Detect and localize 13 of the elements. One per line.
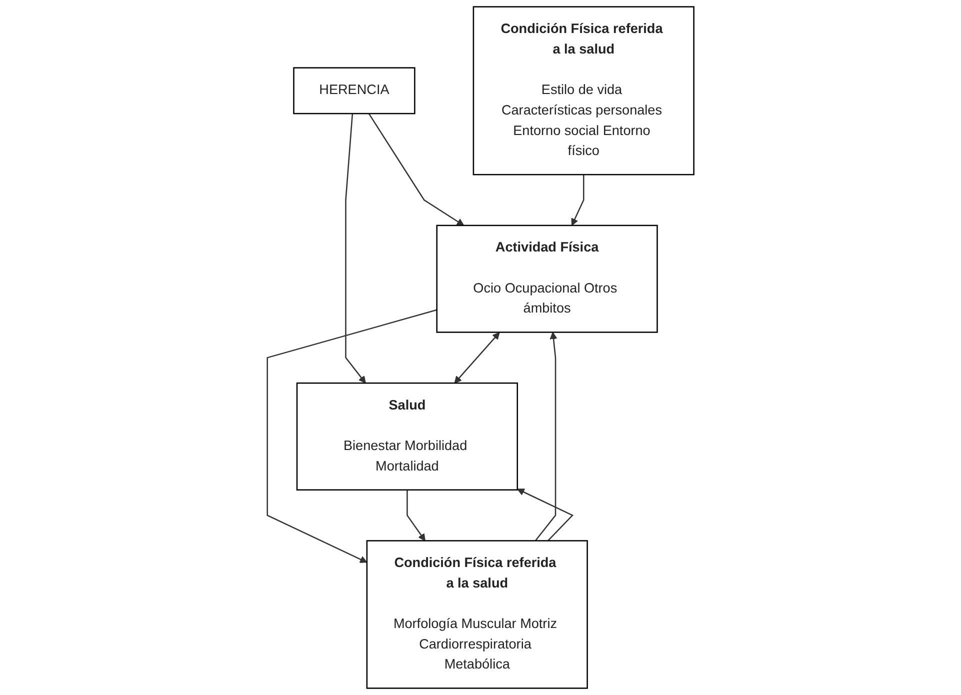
arrow	[406, 490, 426, 542]
arrow	[516, 488, 574, 542]
arrow	[571, 174, 584, 226]
arrow	[368, 113, 464, 226]
node-box: HERENCIA	[293, 67, 416, 114]
node-box: Salud Bienestar Morbilidad Mortalidad	[296, 382, 518, 491]
node-box: Condición Física referida a la salud Morfología Muscular Motriz Cardiorrespiratoria Metabólica	[366, 540, 588, 689]
node-box: Actividad Física Ocio Ocupacional Otros ámbitos	[436, 224, 658, 333]
arrow	[534, 332, 558, 542]
arrow	[454, 332, 500, 384]
node-box: Condición Física referida a la salud Estilo de vida Características personales Entorno social Entorno físico	[472, 6, 694, 176]
arrow	[345, 114, 366, 384]
arrow	[266, 309, 437, 563]
